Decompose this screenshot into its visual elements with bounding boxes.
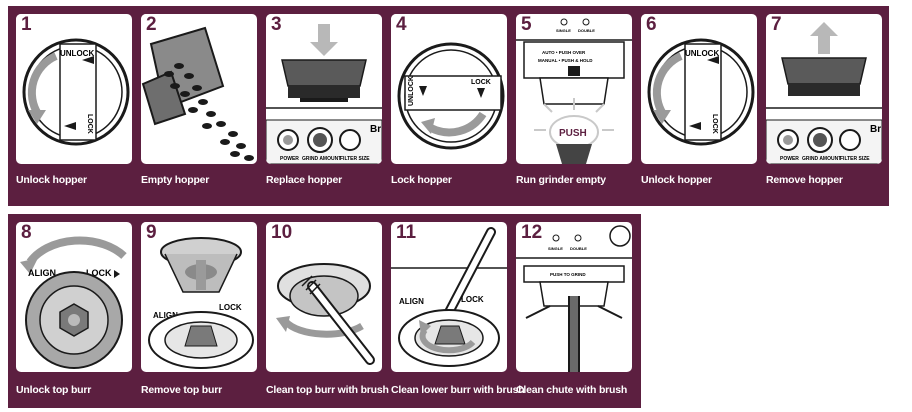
grinder-push-icon: SINGLE DOUBLE AUTO • PUSH OVER MANUAL • … <box>516 18 632 164</box>
step-3-caption: Replace hopper <box>266 174 342 186</box>
lock-label: LOCK <box>471 79 491 86</box>
step-4-number: 4 <box>391 14 412 36</box>
step-1-number: 1 <box>16 14 37 36</box>
manual-label: MANUAL • PUSH & HOLD <box>538 58 593 63</box>
lock-label: LOCK <box>711 114 718 134</box>
filter-size-label: FILTER SIZE <box>340 156 370 162</box>
step-1-caption: Unlock hopper <box>16 174 87 186</box>
step-3-illustration: 3 POWER GRIND AMOUNT FILTER SIZE Br <box>266 14 382 164</box>
top-burr-dial-icon: ALIGN LOCK <box>20 236 127 369</box>
hopper-dial-icon: UNLOCK LOCK <box>647 38 755 146</box>
replace-hopper-icon: POWER GRIND AMOUNT FILTER SIZE Br <box>266 24 382 164</box>
step-2-caption: Empty hopper <box>141 174 210 186</box>
step-4-caption: Lock hopper <box>391 174 452 186</box>
step-4-illustration: 4 UNLOCK LOCK <box>391 14 507 164</box>
power-label: POWER <box>780 156 799 162</box>
step-6-illustration: 6 UNLOCK LOCK <box>641 14 757 164</box>
push-to-grind-label: PUSH TO GRIND <box>550 272 586 277</box>
step-10-number: 10 <box>266 222 298 244</box>
single-label: SINGLE <box>556 28 571 33</box>
double-label: DOUBLE <box>578 28 595 33</box>
step-9-number: 9 <box>141 222 162 244</box>
step-8-illustration: 8 ALIGN LOCK <box>16 222 132 372</box>
step-12-illustration: 12 SINGLE DOUBLE PUSH TO GRIND <box>516 222 632 372</box>
brand-label: Br <box>370 124 381 135</box>
push-label: PUSH <box>559 128 587 139</box>
step-12-caption: Clean chute with brush <box>516 384 628 396</box>
step-10-caption: Clean top burr with brush <box>266 384 389 396</box>
unlock-label: UNLOCK <box>408 76 415 106</box>
step-6-caption: Unlock hopper <box>641 174 712 186</box>
remove-top-burr-icon: ALIGN LOCK <box>148 237 254 369</box>
step-11-caption: Clean lower burr with brush <box>391 384 525 396</box>
align-label: ALIGN <box>399 297 424 306</box>
step-8-caption: Unlock top burr <box>16 384 92 396</box>
lock-arrow-icon <box>64 122 76 130</box>
grind-amount-label: GRIND AMOUNT <box>802 156 841 162</box>
power-label: POWER <box>280 156 299 162</box>
step-5-illustration: 5 SINGLE DOUBLE AUTO • PUSH OVER MANUAL … <box>516 14 632 164</box>
brush-top-burr-icon <box>276 263 375 365</box>
step-1-illustration: 1 UNLOCK LOCK <box>16 14 132 164</box>
step-8-number: 8 <box>16 222 37 244</box>
down-arrow-icon <box>310 42 338 56</box>
step-11-illustration: 11 ALIGN LOCK <box>391 222 507 372</box>
brush-chute-icon: SINGLE DOUBLE PUSH TO GRIND <box>516 225 632 372</box>
lock-label: LOCK <box>86 268 112 278</box>
step-2-illustration: 2 <box>141 14 257 164</box>
lock-label: LOCK <box>219 303 242 312</box>
empty-hopper-icon <box>141 26 254 161</box>
lock-dial-icon: UNLOCK LOCK <box>397 42 505 150</box>
step-11-number: 11 <box>391 222 422 244</box>
lock-label: LOCK <box>86 114 93 134</box>
step-7-caption: Remove hopper <box>766 174 843 186</box>
unlock-label: UNLOCK <box>685 49 719 58</box>
filter-size-label: FILTER SIZE <box>840 156 870 162</box>
step-10-illustration: 10 <box>266 222 382 372</box>
step-7-illustration: 7 POWER GRIND AMOUNT FILTER SIZE Br <box>766 14 882 164</box>
step-12-number: 12 <box>516 222 548 244</box>
unlock-arrow-icon <box>82 56 94 64</box>
up-arrow-icon <box>810 22 838 36</box>
step-5-caption: Run grinder empty <box>516 174 606 186</box>
align-label: ALIGN <box>153 311 178 320</box>
hopper-dial-icon: UNLOCK LOCK <box>22 38 130 146</box>
remove-hopper-icon: POWER GRIND AMOUNT FILTER SIZE Br <box>766 22 882 164</box>
step-6-number: 6 <box>641 14 662 36</box>
lock-label: LOCK <box>461 295 484 304</box>
brush-lower-burr-icon: ALIGN LOCK <box>391 227 507 367</box>
step-9-illustration: 9 ALIGN LOCK <box>141 222 257 372</box>
double-label: DOUBLE <box>570 246 587 251</box>
step-7-number: 7 <box>766 14 787 36</box>
step-2-number: 2 <box>141 14 162 36</box>
align-label: ALIGN <box>28 268 56 278</box>
step-5-number: 5 <box>516 14 537 36</box>
brand-label: Br <box>870 124 881 135</box>
auto-label: AUTO • PUSH OVER <box>542 50 586 55</box>
unlock-label: UNLOCK <box>60 49 94 58</box>
grind-amount-label: GRIND AMOUNT <box>302 156 341 162</box>
step-9-caption: Remove top burr <box>141 384 223 396</box>
single-label: SINGLE <box>548 246 563 251</box>
step-3-number: 3 <box>266 14 287 36</box>
